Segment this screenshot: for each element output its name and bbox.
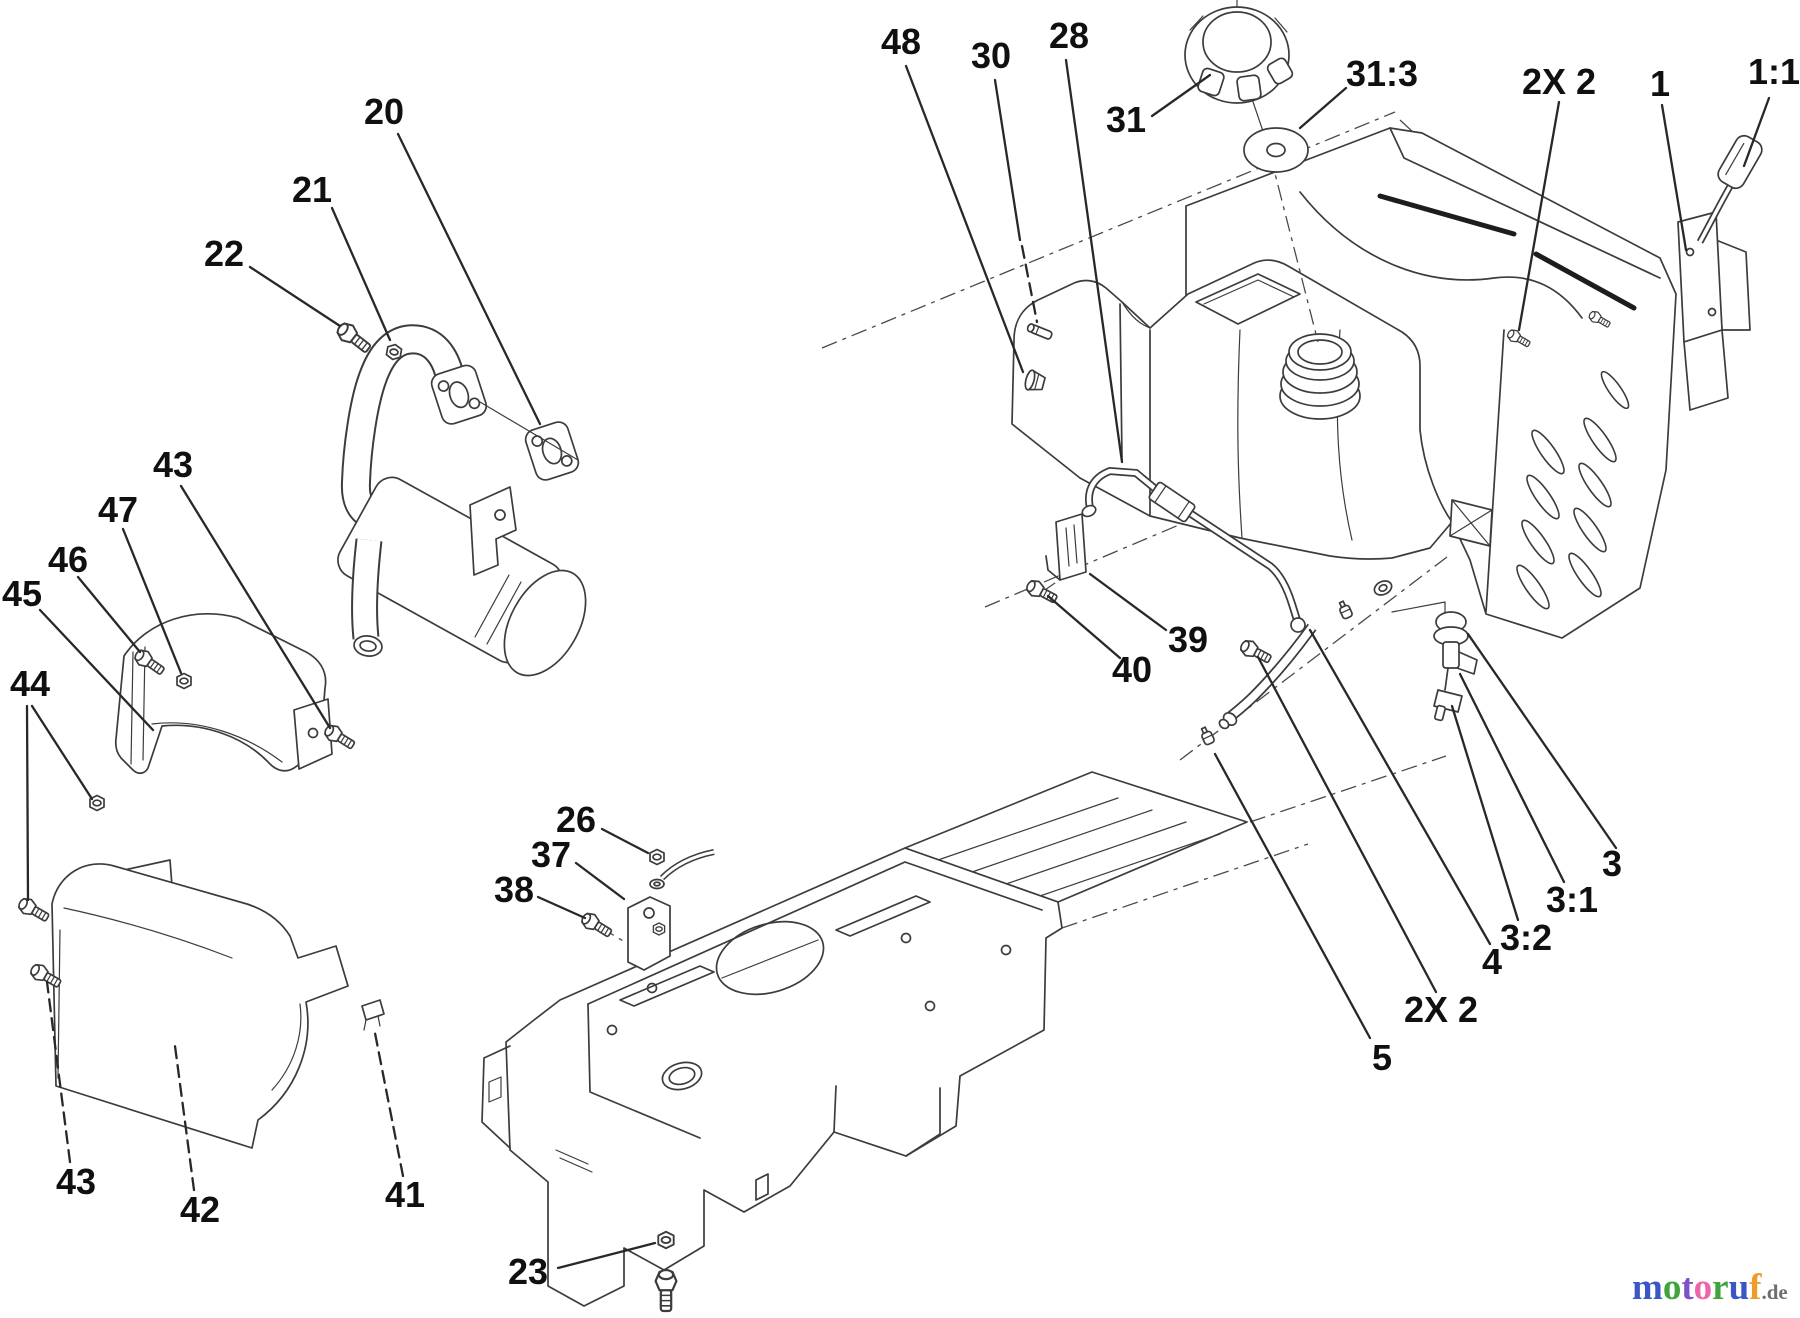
exhaust-gasket-20 [524, 421, 580, 481]
fuel-supply-rod-drawing [1045, 466, 1306, 633]
part-label-5: 5 [1372, 1037, 1393, 1078]
part-label-26: 26 [556, 799, 597, 840]
part-label-30: 30 [971, 35, 1012, 76]
console-tower-drawing [1185, 127, 1677, 639]
part-label-43-upper: 43 [153, 444, 194, 485]
part-label-22: 22 [204, 233, 245, 274]
part-label-47: 47 [98, 489, 139, 530]
part-label-3: 3 [1602, 843, 1623, 884]
console-vent-slots [1516, 370, 1630, 610]
logo-letter: t [1681, 1267, 1694, 1308]
nut-47 [176, 672, 192, 690]
bolt-44 [15, 894, 53, 926]
muffler-assembly-drawing [337, 324, 587, 677]
hose-clamp-b [1335, 599, 1354, 621]
bolt-23 [654, 1268, 678, 1313]
part-label-41: 41 [385, 1174, 426, 1215]
leader-lines [25, 58, 1771, 1270]
fuel-tank-drawing [1011, 153, 1453, 560]
cap-washer-31-3 [1243, 127, 1309, 173]
part-label-20: 20 [364, 91, 405, 132]
throttle-knob [1717, 134, 1763, 190]
part-label-46: 46 [48, 539, 89, 580]
part-label-21: 21 [292, 169, 333, 210]
throttle-control-drawing [1677, 134, 1763, 411]
filler-neck [1279, 333, 1361, 420]
part-label-1: 1 [1650, 63, 1671, 104]
nut-23 [657, 1230, 675, 1250]
part-label-31: 31 [1106, 99, 1147, 140]
part-label-23: 23 [508, 1251, 549, 1292]
part-label-1-1: 1:1 [1748, 51, 1800, 92]
part-label-31-3: 31:3 [1346, 53, 1419, 94]
logo-letter: o [1693, 1267, 1713, 1308]
part-label-44: 44 [10, 663, 51, 704]
part-label-39: 39 [1168, 619, 1209, 660]
hose-clamp-a [1197, 725, 1216, 747]
rod-bracket-39 [1045, 513, 1087, 581]
logo-letter: u [1728, 1267, 1750, 1308]
part-label-40: 40 [1112, 649, 1153, 690]
bolt-2x2-lower [1237, 636, 1275, 668]
fuel-hose-drawing [1218, 580, 1393, 730]
part-label-38: 38 [494, 869, 535, 910]
heat-shield-lower-drawing [51, 863, 385, 1149]
motoruf-logo: motoruf.de [1632, 1262, 1800, 1314]
fuel-cap-drawing [1184, 0, 1294, 147]
fuel-valve-drawing [1391, 499, 1493, 722]
logo-suffix: .de [1761, 1280, 1788, 1304]
logo-letter: o [1662, 1267, 1682, 1308]
part-label-2x2-top: 2X 2 [1522, 61, 1597, 102]
muffler-bracket [469, 486, 517, 576]
engine-frame-drawing [481, 771, 1248, 1307]
nut-26 [649, 848, 665, 866]
part-label-43-lower: 43 [56, 1161, 97, 1202]
part-label-2x2-bottom: 2X 2 [1404, 989, 1479, 1030]
part-label-42: 42 [180, 1189, 221, 1230]
exhaust-flange [430, 364, 488, 425]
part-label-3-1: 3:1 [1546, 879, 1599, 920]
washer-26 [649, 878, 665, 890]
part-label-4: 4 [1482, 941, 1503, 982]
hose-grommet [1373, 580, 1393, 596]
heat-shield-upper-drawing [114, 612, 333, 774]
part-label-37: 37 [531, 834, 572, 875]
bolt-38 [578, 909, 616, 942]
logo-letter: r [1712, 1267, 1729, 1308]
part-label-45: 45 [2, 573, 43, 614]
part-label-3-2: 3:2 [1500, 917, 1553, 958]
clip-41 [361, 999, 385, 1031]
logo-letter: f [1749, 1267, 1762, 1308]
part-label-28: 28 [1049, 15, 1090, 56]
logo-letter: m [1632, 1267, 1663, 1308]
part-label-48: 48 [881, 21, 922, 62]
nut-37 [652, 922, 666, 936]
bracket-37-drawing [627, 849, 715, 971]
